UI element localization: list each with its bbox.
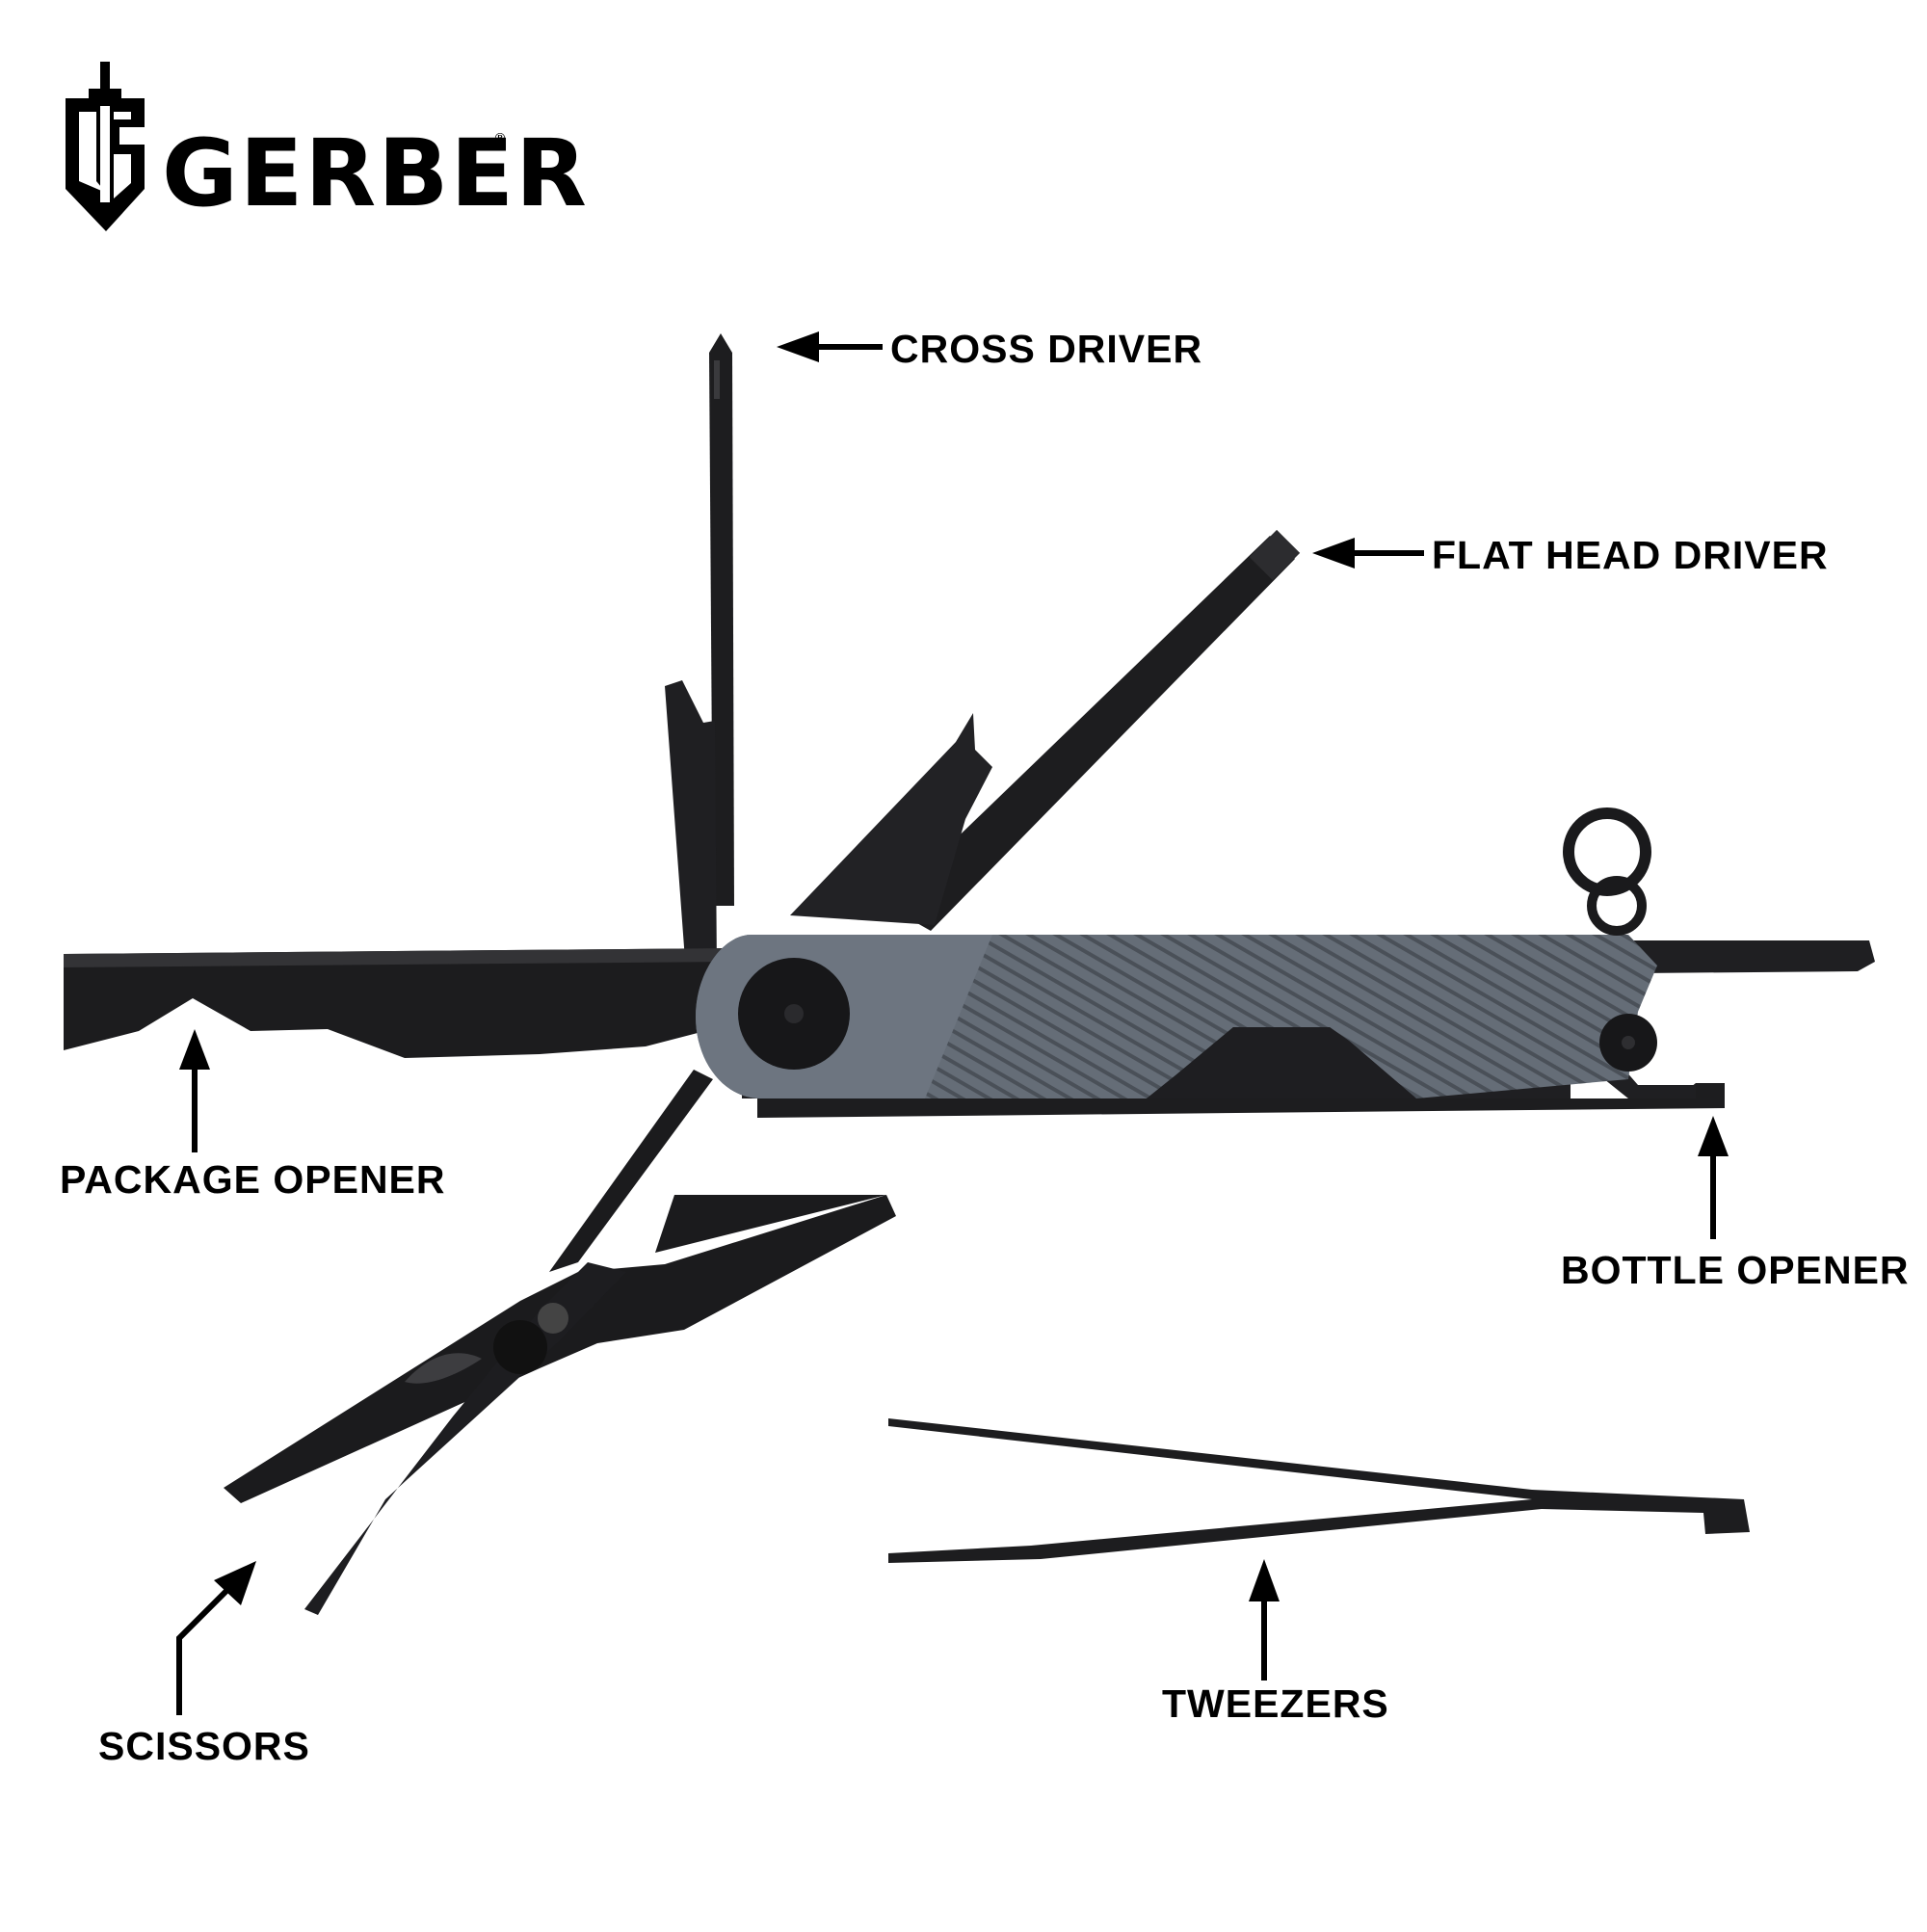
cross-driver-label: CROSS DRIVER bbox=[890, 327, 1203, 371]
multitool-handle bbox=[696, 807, 1875, 1118]
package-opener-label: PACKAGE OPENER bbox=[60, 1157, 446, 1202]
registered-mark: ® bbox=[493, 131, 507, 146]
brand-wordmark: GERBER bbox=[162, 119, 589, 227]
scissors-arrow bbox=[176, 1583, 234, 1715]
scissors-tool bbox=[224, 1070, 896, 1615]
tweezers-tool bbox=[888, 1418, 1750, 1563]
cross-driver-blade bbox=[709, 333, 734, 906]
callout-arrows bbox=[176, 331, 1729, 1715]
flat-head-driver-label: FLAT HEAD DRIVER bbox=[1432, 533, 1829, 577]
tweezers-label: TWEEZERS bbox=[1162, 1681, 1389, 1726]
package-opener-blade bbox=[64, 948, 742, 1058]
bottle-opener-label: BOTTLE OPENER bbox=[1561, 1248, 1910, 1292]
scissors-label: SCISSORS bbox=[98, 1724, 310, 1768]
gerber-shield-sword-icon bbox=[66, 62, 145, 231]
fan-blades bbox=[665, 529, 1301, 973]
